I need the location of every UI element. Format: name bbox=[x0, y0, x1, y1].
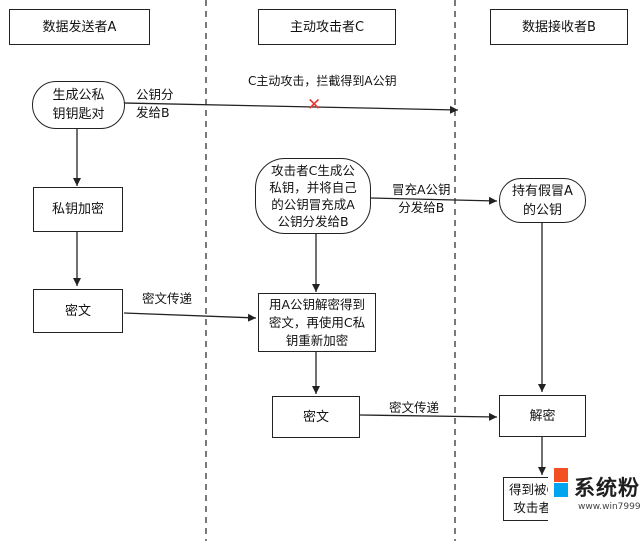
edge-label-intercept: C主动攻击，拦截得到A公钥 bbox=[248, 74, 397, 88]
node-generate-keypair-label: 生成公私 钥钥匙对 bbox=[52, 88, 105, 122]
node-attacker-reencrypt: 用A公钥解密得到 密文，再使用C私 钥重新加密 bbox=[258, 293, 376, 352]
edge-label-transmit-2: 密文传递 bbox=[389, 400, 440, 415]
watermark-url: www.win7999.com bbox=[578, 502, 640, 512]
lane-header-receiver: 数据接收者B bbox=[490, 9, 628, 45]
node-decrypt-label: 解密 bbox=[529, 408, 556, 424]
node-generate-keypair: 生成公私 钥钥匙对 bbox=[32, 81, 125, 129]
node-fake-public-key-label: 持有假冒A 的公钥 bbox=[512, 183, 573, 218]
lane-header-attacker-label: 主动攻击者C bbox=[289, 19, 365, 35]
logo-square-blue bbox=[554, 483, 568, 497]
node-attacker-reencrypt-label: 用A公钥解密得到 密文，再使用C私 钥重新加密 bbox=[268, 296, 366, 348]
lane-header-sender: 数据发送者A bbox=[9, 9, 150, 45]
edge-transmit-1 bbox=[123, 312, 257, 322]
watermark-text: 系统粉 bbox=[574, 476, 640, 500]
lane-header-receiver-label: 数据接收者B bbox=[522, 19, 596, 35]
node-attacker-generate-label: 攻击者C生成公 私钥，并将自己 的公钥冒充成A 公钥分发给B bbox=[269, 163, 357, 229]
node-cipher-c-label: 密文 bbox=[302, 409, 329, 425]
edge-impersonate bbox=[369, 196, 498, 205]
lane-header-attacker: 主动攻击者C bbox=[258, 9, 396, 45]
node-cipher-a-label: 密文 bbox=[64, 303, 91, 319]
edge-label-transmit-1: 密文传递 bbox=[142, 291, 193, 306]
edge-label-impersonate: 冒充A公钥 分发给B bbox=[392, 182, 451, 215]
watermark-logo: 系统粉 www.win7999.com bbox=[548, 464, 640, 541]
blocked-mark-icon: ✕ bbox=[307, 95, 322, 115]
node-cipher-a: 密文 bbox=[33, 289, 123, 333]
edge-transmit-2 bbox=[359, 412, 498, 421]
node-private-encrypt: 私钥加密 bbox=[33, 187, 123, 232]
node-fake-public-key: 持有假冒A 的公钥 bbox=[499, 178, 586, 223]
node-attacker-generate: 攻击者C生成公 私钥，并将自己 的公钥冒充成A 公钥分发给B bbox=[255, 158, 371, 234]
edge-send-pubkey bbox=[123, 102, 459, 114]
logo-square-red bbox=[554, 468, 568, 482]
node-decrypt: 解密 bbox=[499, 395, 586, 437]
node-cipher-c: 密文 bbox=[272, 396, 360, 438]
edge-label-send-pubkey: 公钥分 发给B bbox=[136, 87, 174, 120]
lane-header-sender-label: 数据发送者A bbox=[42, 19, 117, 35]
node-private-encrypt-label: 私钥加密 bbox=[51, 202, 104, 217]
